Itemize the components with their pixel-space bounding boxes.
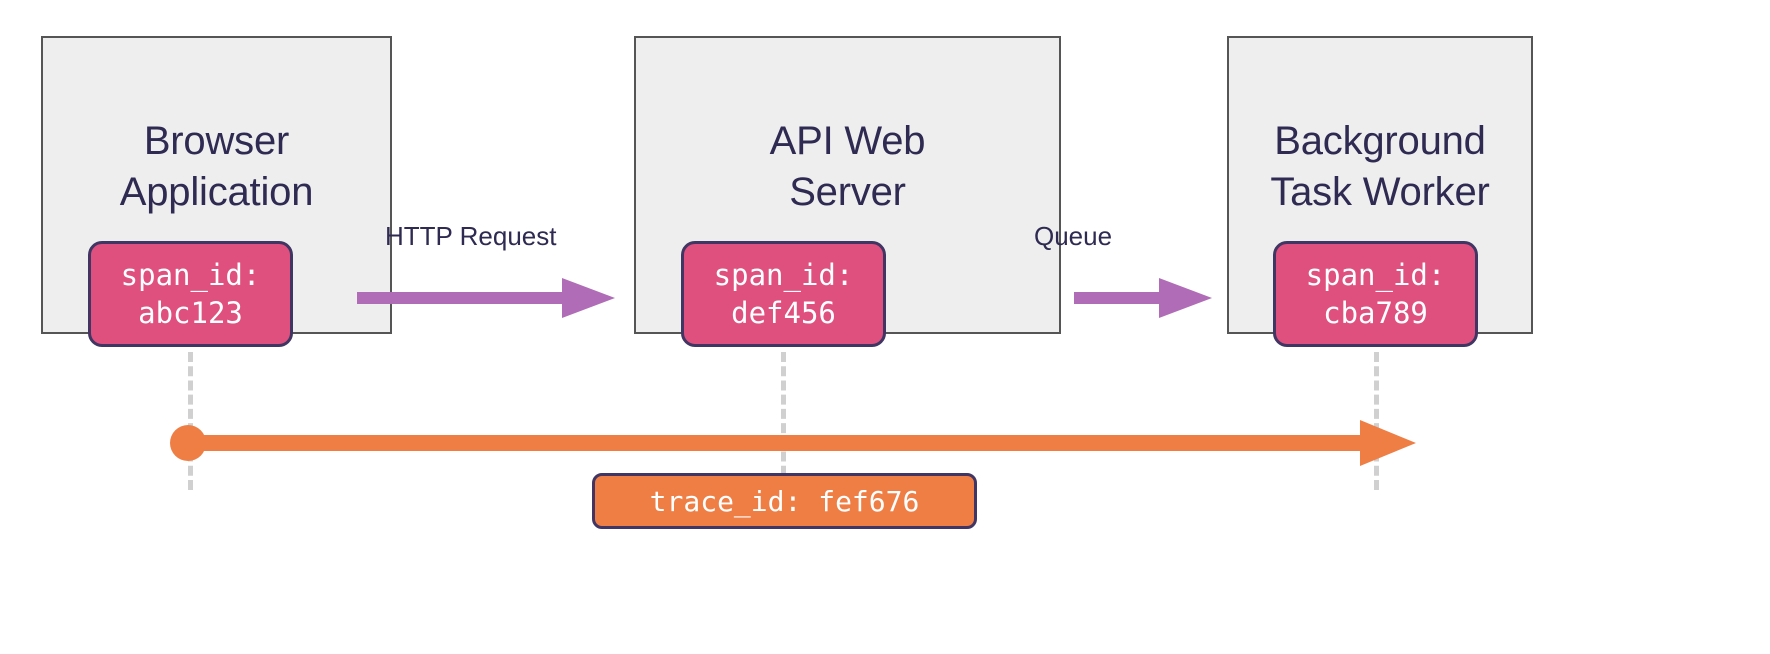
service-label-background-task-worker: Background Task Worker [1270,118,1490,214]
service-label-browser-application: Browser Application [119,118,314,214]
service-label-api-web-server: API Web Server [769,118,926,214]
span-badge-text: span_id: def456 [713,257,854,330]
flow-arrow-queue [1074,278,1212,318]
flow-label-queue: Queue [1034,221,1113,251]
span-badge-api-web-server[interactable]: span_id: def456 [681,241,886,347]
flow-label-http-request: HTTP Request [385,221,557,251]
lifeline-api-web-server [781,352,786,490]
lifeline-browser-application [188,352,193,490]
trace-start-dot [170,425,206,461]
trace-end-arrowhead [1360,420,1416,466]
lifeline-background-task-worker [1374,352,1379,490]
span-badge-text: span_id: abc123 [120,257,261,330]
trace-timeline-arrow [170,420,1416,466]
span-badge-background-task-worker[interactable]: span_id: cba789 [1273,241,1478,347]
span-badge-text: span_id: cba789 [1305,257,1446,330]
flow-arrow-http-request [357,278,615,318]
trace-id-text: trace_id: fef676 [649,484,920,518]
span-badge-browser-application[interactable]: span_id: abc123 [88,241,293,347]
trace-id-badge[interactable]: trace_id: fef676 [592,473,977,529]
